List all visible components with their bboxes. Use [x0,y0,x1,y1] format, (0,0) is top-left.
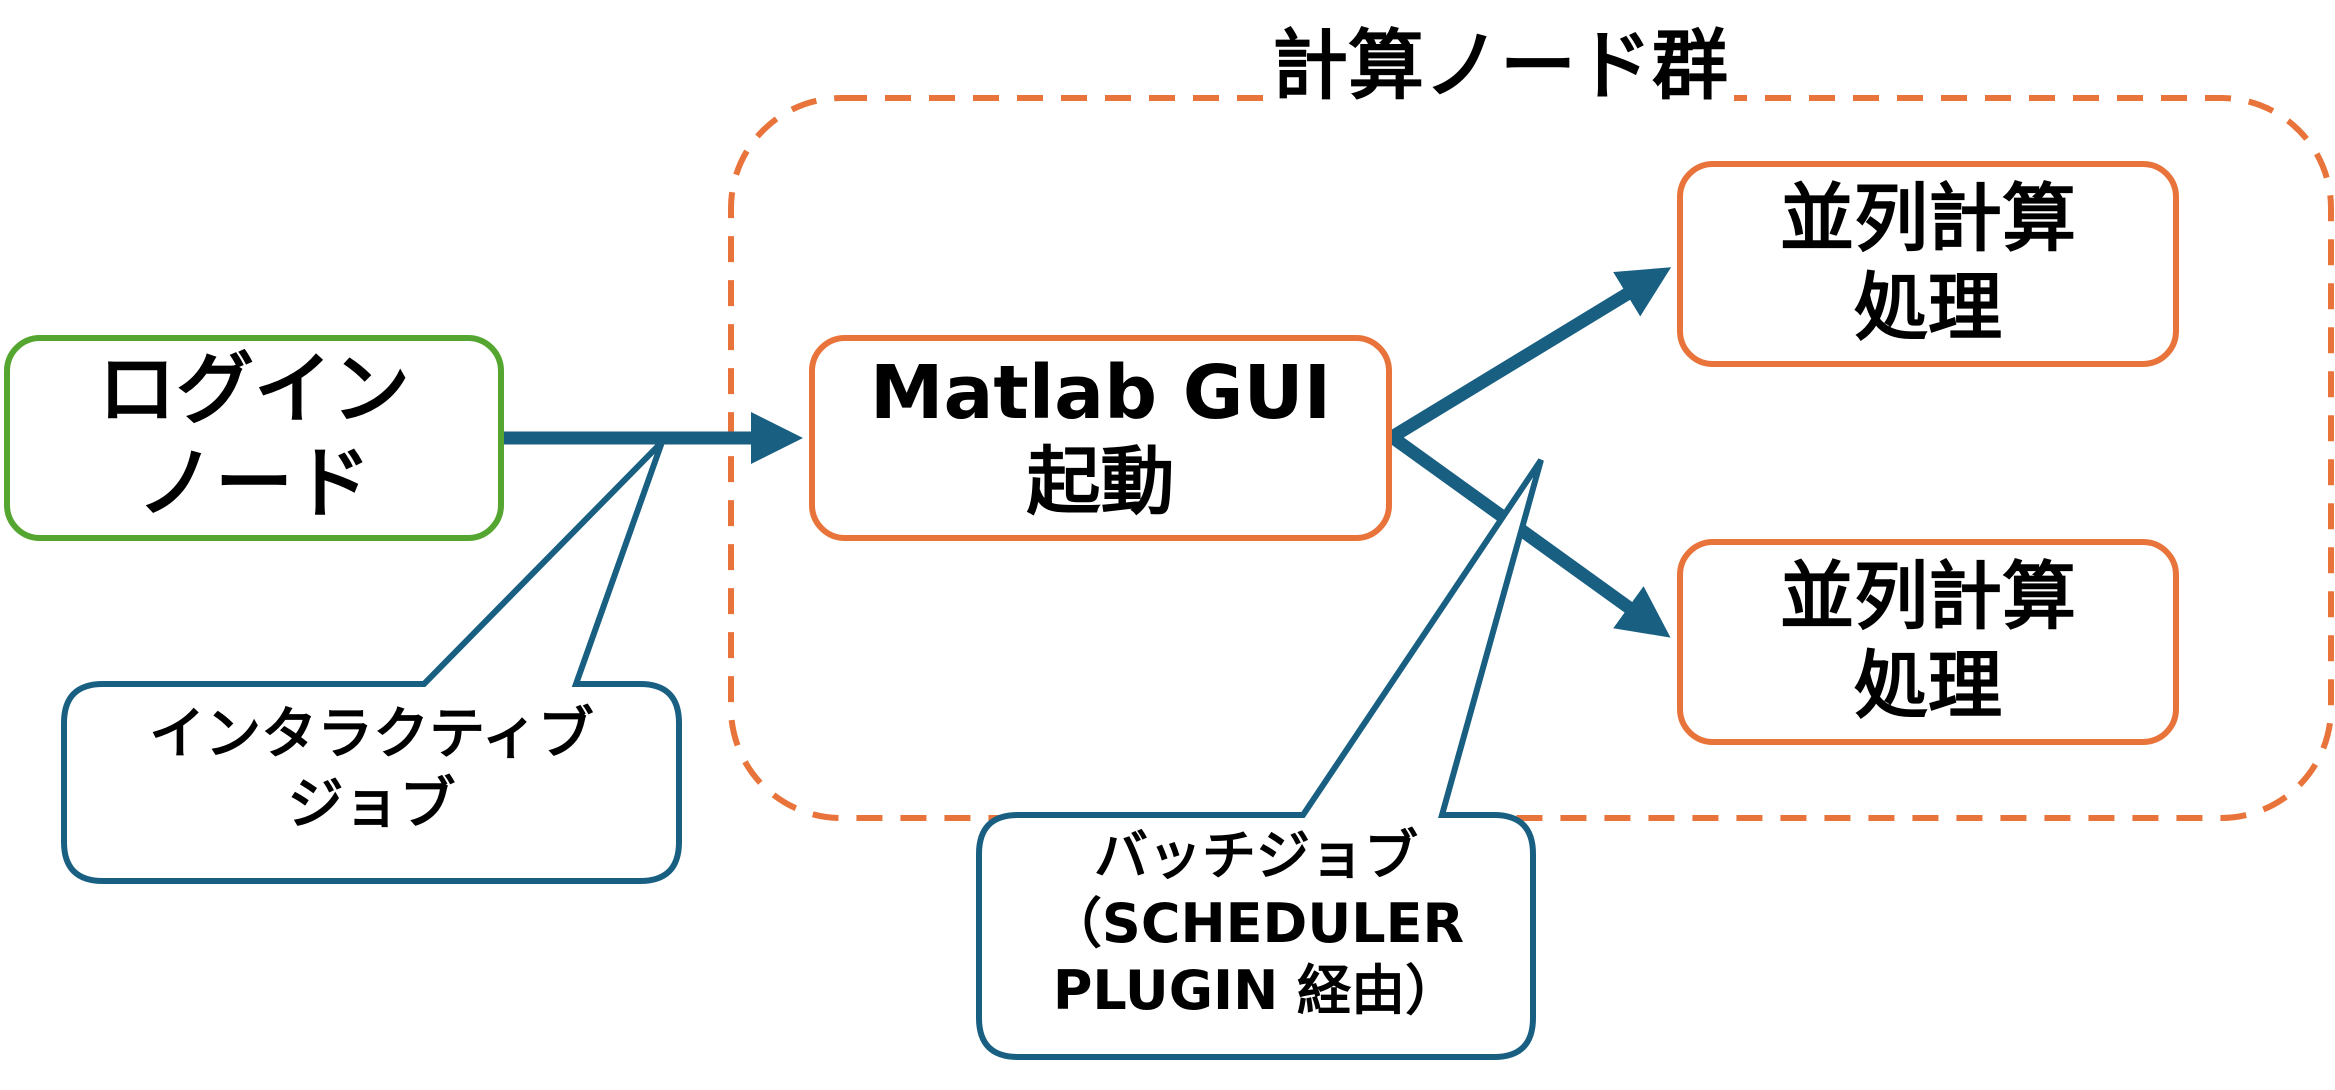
parallel-2-line1: 並列計算 [1780,554,2076,641]
arrow-matlab-to-parallel-2 [1388,431,1671,638]
login-node-line1: ログイン [97,345,410,436]
parallel-2-line2: 処理 [1854,643,2002,729]
parallel-compute-node-2[interactable]: 並列計算 処理 [1677,539,2179,745]
interactive-callout-shape [61,439,682,884]
batch-callout-line1: バッチジョブ [1094,824,1418,887]
batch-callout-shape [976,458,1544,1060]
parallel-compute-node-1[interactable]: 並列計算 処理 [1677,161,2179,367]
matlab-gui-node[interactable]: Matlab GUI 起動 [809,335,1392,541]
interactive-callout-line1: インタラクティブ [149,702,594,767]
matlab-node-line2: 起動 [1026,439,1175,525]
compute-group-title: 計算ノード群 [1200,18,1800,113]
parallel-1-line1: 並列計算 [1780,176,2076,263]
login-node[interactable]: ログイン ノード [4,335,504,541]
login-node-line2: ノード [136,439,371,529]
batch-callout-line2: （SCHEDULER [1047,891,1465,955]
interactive-callout-line2: ジョブ [287,772,456,837]
batch-job-callout: バッチジョブ （SCHEDULER PLUGIN 経由） [979,822,1533,1025]
parallel-1-line2: 処理 [1854,265,2002,351]
interactive-job-callout: インタラクティブ ジョブ [64,700,679,840]
matlab-node-line1: Matlab GUI [869,350,1332,437]
compute-group-border [728,95,2334,821]
arrow-matlab-to-parallel-1 [1388,267,1672,443]
compute-group-title-text: 計算ノード群 [1266,21,1734,110]
batch-callout-line3: PLUGIN 経由） [1052,959,1460,1022]
